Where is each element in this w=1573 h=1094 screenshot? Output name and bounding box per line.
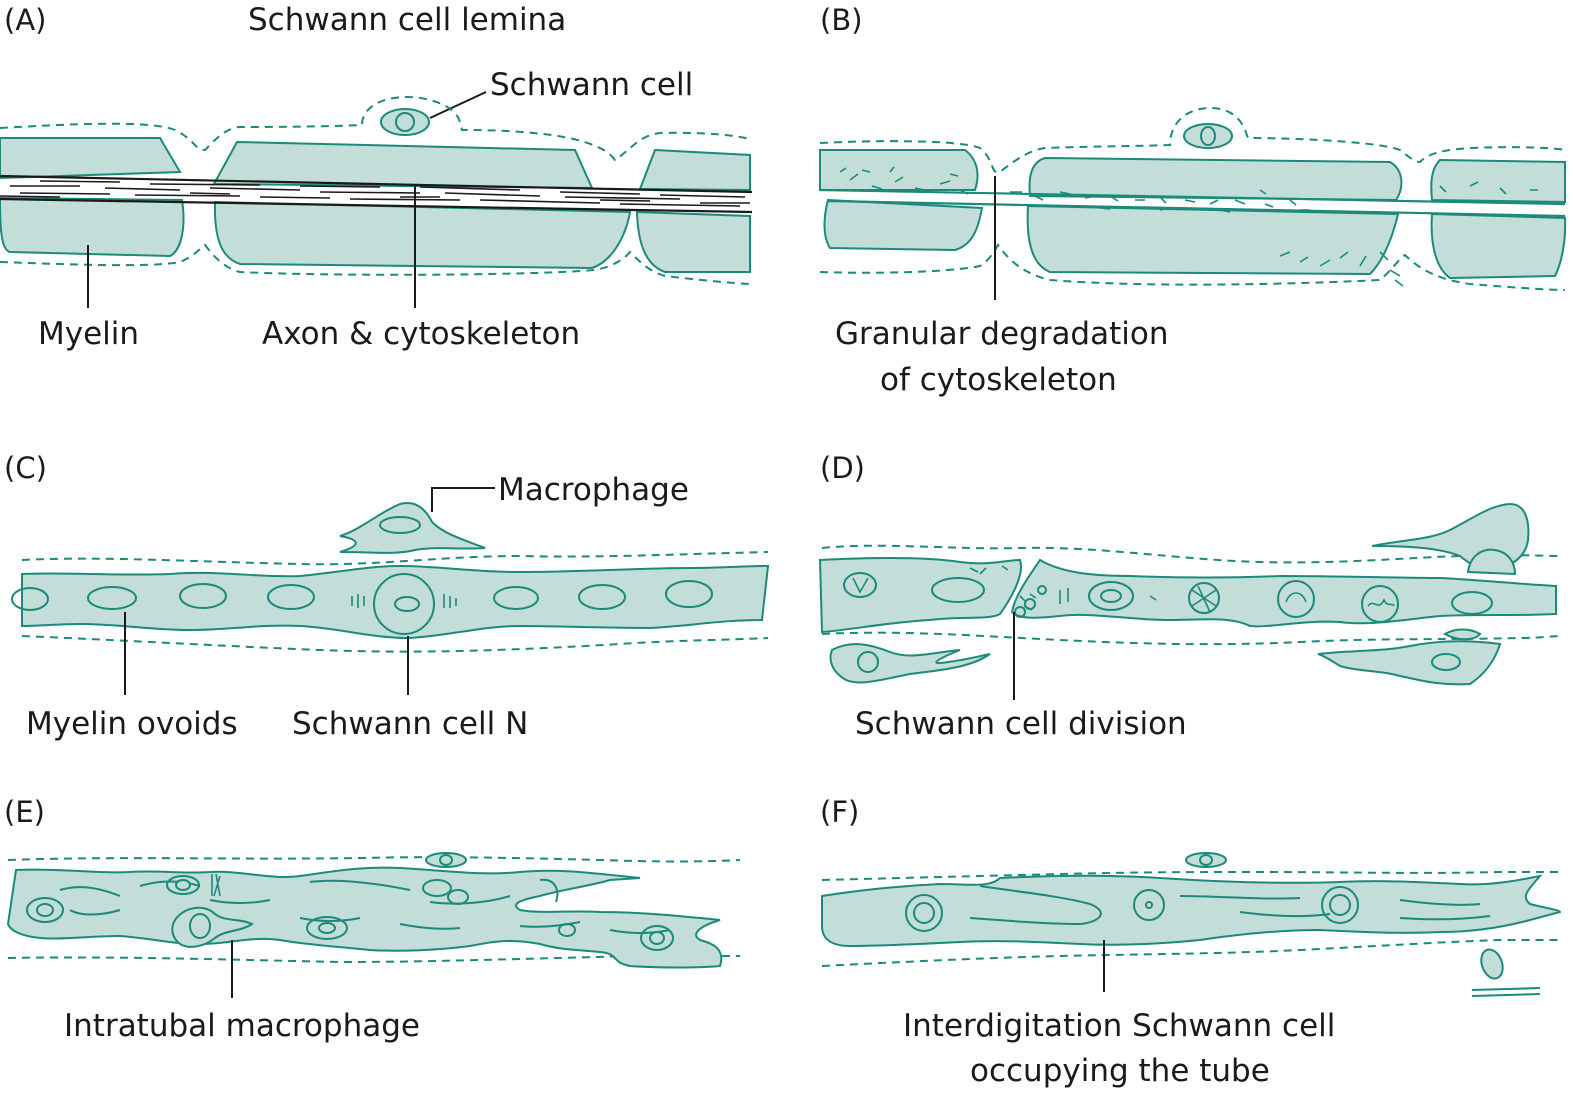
schwann-cell-nucleus — [395, 112, 415, 132]
basal-lamina-top — [821, 870, 1560, 881]
macrophage-leader — [431, 487, 495, 512]
myelin-segment — [823, 198, 984, 252]
schwann-cell-nucleolus — [394, 596, 420, 612]
myelin-segment — [213, 200, 632, 270]
macrophage-nucleus — [379, 516, 421, 534]
basal-lamina-bottom — [21, 635, 769, 653]
myelin-segment — [819, 149, 979, 191]
myelin-segment — [1430, 158, 1566, 204]
interdigitating-outlines — [59, 878, 671, 934]
schwann-cell-nucleus — [1199, 854, 1213, 866]
myelin-segment — [638, 148, 751, 192]
schwann-cell-leader — [429, 91, 487, 119]
basal-lamina-top — [821, 544, 1561, 564]
schwann-cell-column — [1010, 558, 1557, 628]
myelin-ovoids — [11, 580, 713, 611]
axon-membrane-bottom — [827, 199, 1566, 218]
granular-label-line2: of cytoskeleton — [880, 362, 1117, 398]
panel-d-letter: (D) — [820, 451, 865, 485]
interdigitation-label-line2: occupying the tube — [970, 1053, 1270, 1089]
cell-nuclei — [26, 875, 674, 951]
intratubal-label: Intratubal macrophage — [64, 1008, 420, 1044]
cytoskeleton-fibers — [0, 180, 750, 207]
schwann-cell-nucleus — [373, 573, 435, 635]
interdigitation-label-line1: Interdigitation Schwann cell — [903, 1008, 1335, 1044]
myelin-label: Myelin — [38, 316, 139, 352]
interdigitating-outlines — [969, 885, 1491, 926]
panel-f: (F) Interdigitation Schwann cell occupyi… — [820, 795, 1562, 1089]
basal-lamina-bottom — [7, 954, 740, 964]
macrophage-nucleus — [1431, 653, 1461, 671]
panel-d: (D) — [818, 451, 1561, 742]
basal-lamina-bottom — [821, 631, 1561, 646]
macrophage-nucleus — [189, 913, 211, 939]
degenerating-nuclei — [843, 565, 1493, 623]
panel-b-letter: (B) — [820, 3, 863, 37]
schwann-lamina-label: Schwann cell lemina — [248, 2, 566, 38]
basal-lamina-bottom — [819, 243, 1566, 291]
granular-fragments — [839, 166, 1538, 287]
panel-c: (C) Macrophage Myelin ovoids Schwann cel… — [4, 451, 770, 742]
schwann-cell-nucleus — [1200, 126, 1216, 146]
macrophage-nucleus — [1466, 548, 1517, 576]
schwann-cell-label: Schwann cell — [490, 67, 693, 103]
macrophage-lower-right — [1317, 640, 1502, 686]
macrophage-fragment — [1442, 628, 1482, 641]
cell-nuclei — [905, 886, 1359, 932]
myelin-segment — [0, 137, 182, 180]
panel-a-letter: (A) — [4, 3, 46, 37]
axon-label: Axon & cytoskeleton — [262, 316, 580, 352]
axon-membrane-top — [819, 188, 1566, 206]
panel-c-letter: (C) — [4, 451, 47, 485]
nucleus-label: Schwann cell N — [292, 706, 528, 742]
schwann-cell-mass — [821, 874, 1562, 948]
panel-a: (A) Schwann cell lemina Schwann cell Mye… — [0, 2, 753, 352]
myelin-segment — [1430, 212, 1567, 280]
ovoids-label: Myelin ovoids — [26, 706, 238, 742]
macrophage-lower-left — [829, 643, 991, 684]
axon-membrane-bottom — [0, 197, 753, 214]
debris-marks — [211, 873, 221, 897]
myelin-segment — [635, 210, 751, 273]
panel-e-letter: (E) — [4, 795, 45, 829]
division-marks — [351, 594, 457, 608]
basal-lamina-top — [21, 551, 769, 566]
migrating-cell — [1480, 948, 1504, 980]
basal-lamina-bottom — [821, 939, 1560, 967]
panel-e: (E) Intratubal macrophage — [4, 795, 741, 1044]
division-label: Schwann cell division — [855, 706, 1187, 742]
basal-lamina-top — [7, 856, 741, 863]
axon-membrane-top — [0, 174, 753, 194]
granular-label-line1: Granular degradation — [835, 316, 1169, 352]
migrating-cell-lines — [1471, 987, 1541, 997]
panel-b: (B) Granular degradation of cytoskeleton — [819, 3, 1567, 398]
myelin-segment — [1028, 156, 1403, 202]
myelin-segment — [1026, 204, 1400, 276]
schwann-cell-nucleus — [439, 854, 453, 866]
panel-f-letter: (F) — [820, 795, 859, 829]
macrophage-nucleus — [857, 651, 879, 673]
macrophage-label: Macrophage — [498, 472, 689, 508]
basal-lamina-top — [0, 96, 753, 162]
myelin-segment — [0, 196, 185, 258]
